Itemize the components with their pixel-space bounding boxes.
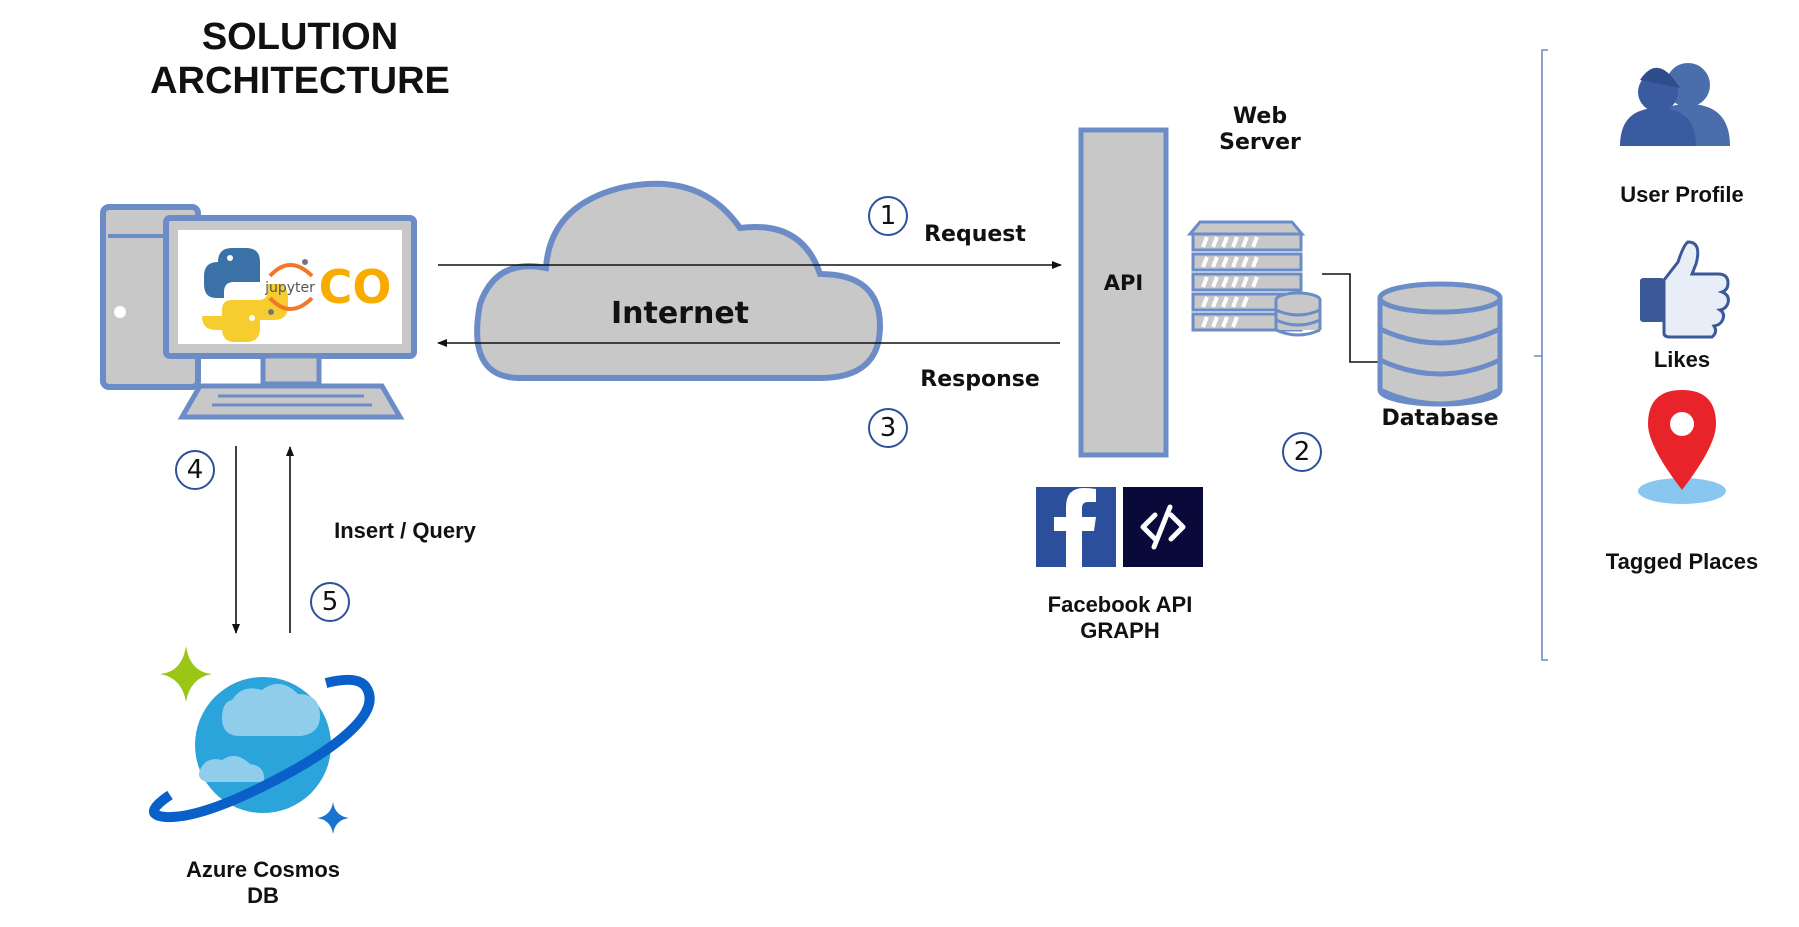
- python-icon: [202, 248, 288, 342]
- server-db-connector: [1322, 273, 1380, 363]
- thumbs-up-icon: [1640, 240, 1730, 339]
- facebook-api-label-line-2: GRAPH: [1080, 617, 1160, 643]
- cosmos-db-label: Azure Cosmos DB: [163, 857, 363, 908]
- jupyter-label: jupyter: [264, 280, 315, 296]
- code-tools-icon: [1123, 487, 1203, 567]
- database-label: Database: [1381, 406, 1499, 431]
- api-block: [1078, 127, 1169, 458]
- colab-icon: CO: [319, 260, 392, 314]
- insert-query-label: Insert / Query: [334, 518, 476, 543]
- step-3-badge: 3: [868, 408, 908, 448]
- request-label: Request: [924, 222, 1026, 247]
- title-line-2: ARCHITECTURE: [150, 60, 450, 103]
- step-5-badge: 5: [310, 582, 350, 622]
- cosmos-db-label-line-1: Azure Cosmos: [185, 857, 341, 882]
- user-profile-label: User Profile: [1620, 182, 1744, 207]
- web-server-label-line-2: Server: [1219, 129, 1301, 155]
- cosmos-db-icon: [149, 646, 375, 834]
- api-label: API: [1103, 271, 1144, 295]
- facebook-icon: [1036, 487, 1116, 567]
- title-line-1: SOLUTION: [201, 16, 399, 58]
- tagged-places-label: Tagged Places: [1605, 549, 1759, 574]
- step-2-badge: 2: [1282, 432, 1322, 472]
- colab-label: CO: [319, 260, 392, 314]
- data-types-bracket: [1534, 49, 1548, 661]
- facebook-api-label-line-1: Facebook API: [1047, 592, 1193, 617]
- internet-cloud-icon: [474, 180, 884, 381]
- map-pin-icon: [1638, 390, 1726, 504]
- step-4-badge: 4: [175, 450, 215, 490]
- cosmos-db-label-line-2: DB: [247, 882, 279, 908]
- likes-label: Likes: [1653, 347, 1711, 372]
- jupyter-icon: jupyter: [264, 259, 315, 315]
- facebook-api-label: Facebook API GRAPH: [1020, 592, 1220, 643]
- web-server-icon: [1186, 220, 1322, 337]
- web-server-label: Web Server: [1190, 104, 1330, 155]
- step-1-badge: 1: [868, 196, 908, 236]
- internet-label: Internet: [610, 296, 750, 331]
- response-label: Response: [920, 367, 1040, 392]
- web-server-label-line-1: Web: [1232, 104, 1288, 129]
- users-icon: [1620, 63, 1730, 146]
- page-title: SOLUTION ARCHITECTURE: [70, 15, 530, 104]
- database-icon: [1377, 281, 1503, 407]
